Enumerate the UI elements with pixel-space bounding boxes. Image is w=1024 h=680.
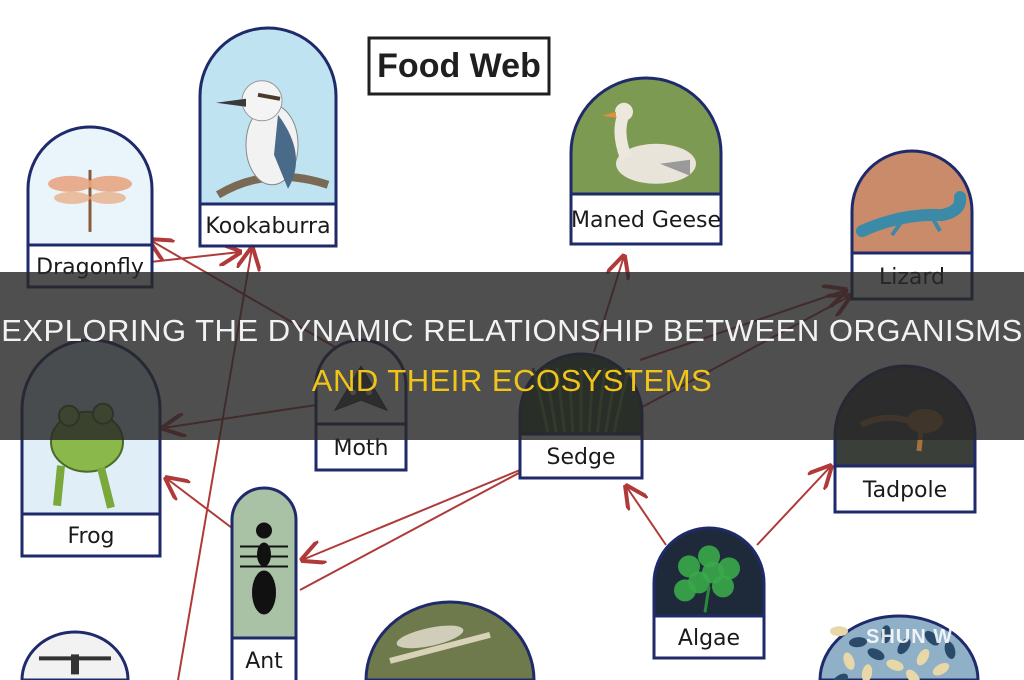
diagram-title: Food Web [377,47,541,85]
node-label: Sedge [547,445,616,470]
lizard-icon [856,191,967,238]
node-label-box [20,512,162,558]
node-label-box [230,636,298,680]
node-label: Moth [333,436,388,461]
caption-line-2: and their ecosystems [311,363,713,398]
dragonfly-icon [48,169,132,232]
node-label: Ant [245,649,283,674]
insect-icon [39,654,111,675]
node-mayfly [364,600,536,680]
node-bottom-left [20,630,130,680]
node-label: Algae [678,626,740,651]
node-ant: Ant [230,486,298,680]
node-maned-geese: Maned Geese [569,76,723,246]
node-label: Tadpole [862,478,947,503]
node-label-box [198,202,338,248]
ant-icon [240,522,288,615]
title-box: Food Web [367,36,551,96]
node-label-box [518,432,644,480]
goose-icon [602,102,696,184]
node-label: Kookaburra [205,214,330,239]
arrow-ant-to-frog [166,478,233,529]
plankton-icon [830,625,956,680]
node-label-box [569,192,723,246]
arrow-sedge-to-ant [302,469,521,560]
node-dragonfly: Dragonfly [26,125,154,289]
node-kookaburra: Kookaburra [198,26,338,248]
kookaburra-icon [215,80,330,199]
node-bottom-right [818,614,980,680]
node-label: Maned Geese [571,208,721,233]
caption-line-1: Exploring the dynamic relationship betwe… [1,313,1023,348]
mayfly-icon [389,625,491,664]
arrow-frog-to-kookaburra [149,252,240,262]
watermark: SHUN W [866,626,954,648]
arrow-algae-to-tadpole [756,466,831,546]
node-label: Frog [67,524,114,549]
arrow-algae-to-sedge [626,486,667,546]
node-picture-frame [364,600,536,680]
node-algae: Algae [652,526,766,660]
caption-banner: Exploring the dynamic relationship betwe… [0,272,1024,440]
node-label-box [652,614,766,660]
algae-icon [674,545,740,613]
node-label-box [833,464,977,514]
